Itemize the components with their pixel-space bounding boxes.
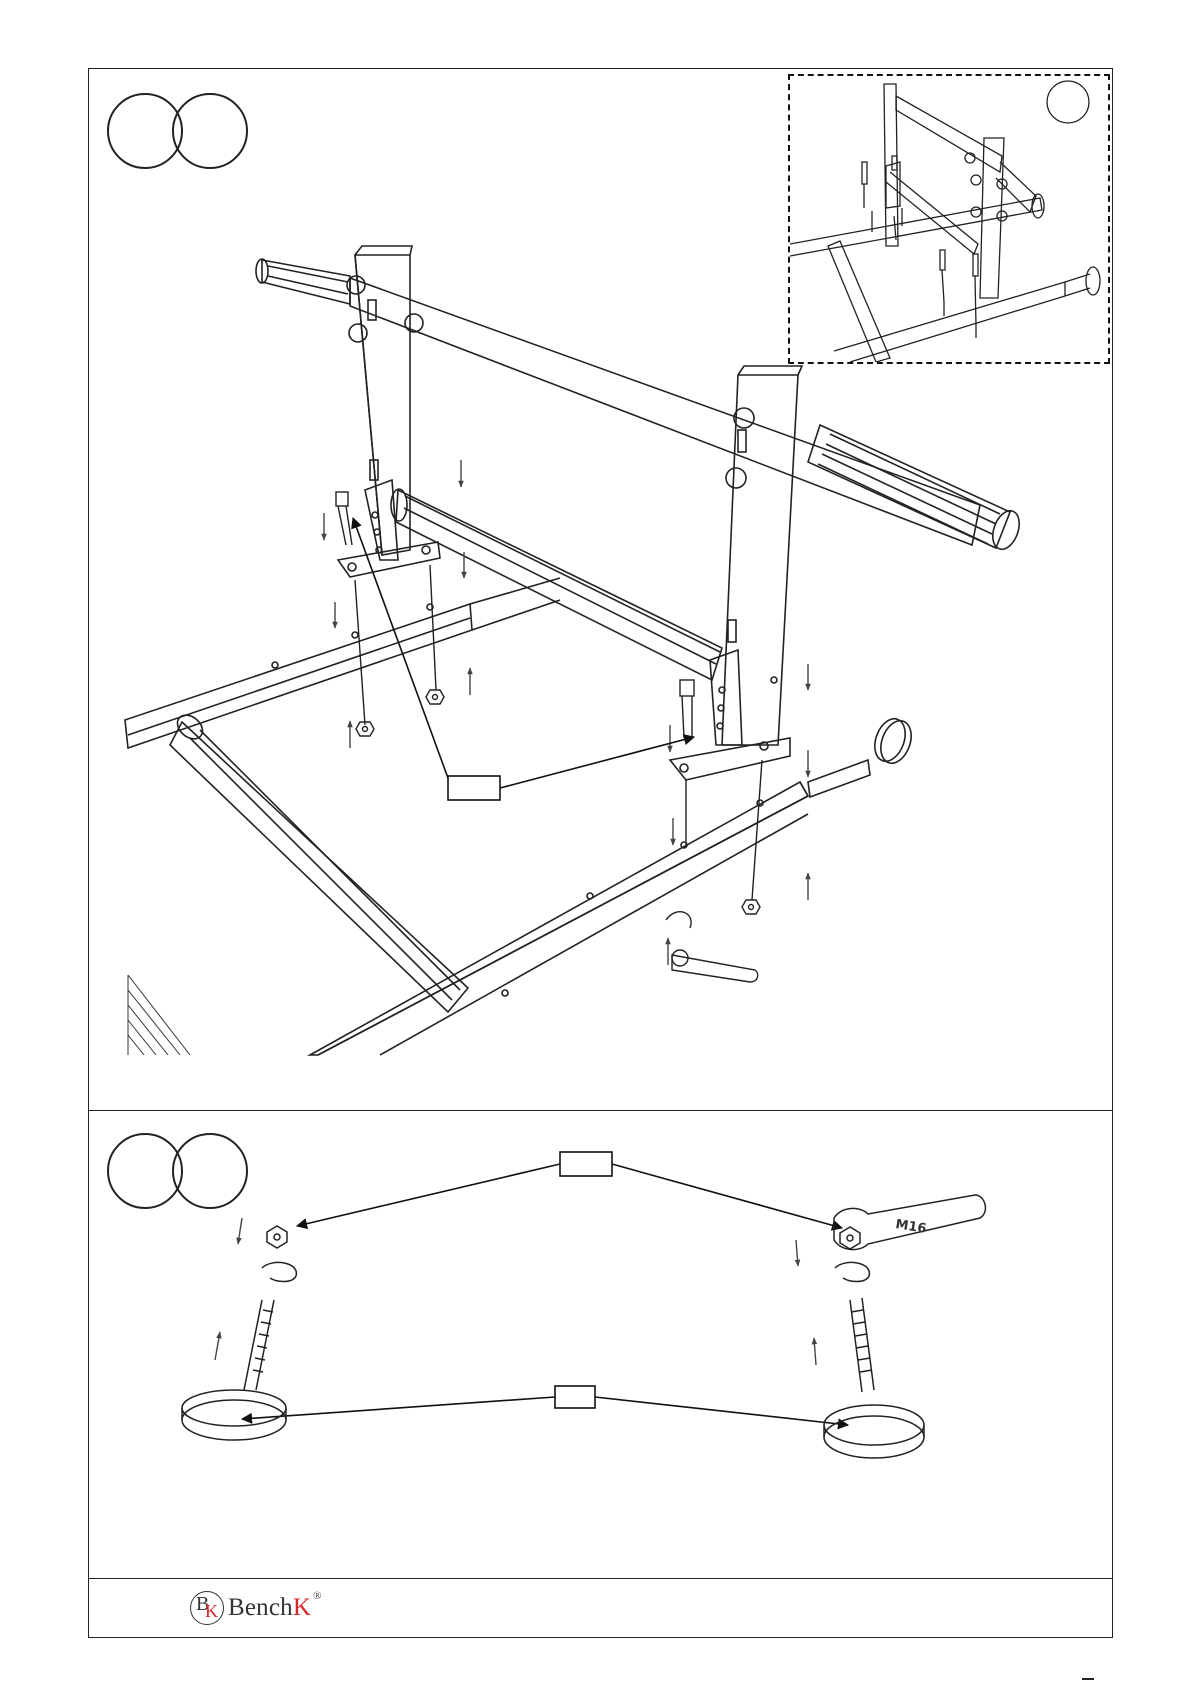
detail-inset [788,74,1110,364]
detail-inset-illustration [790,76,1108,362]
nut-callout [297,1152,842,1228]
right-upright-post [670,366,802,780]
bolt-callout [353,518,694,800]
brand-logo-mark: B K [190,1591,224,1625]
step-number-circles-bottom [108,1134,247,1208]
nuts [356,690,760,914]
frame-rail-back [125,578,560,748]
brand-name: BenchK [228,1594,311,1622]
left-leveling-foot [182,1226,296,1440]
left-upright-post [338,246,440,577]
wrench-marking: M16 [894,1217,927,1237]
middle-cross-tube [391,489,722,680]
foot-callout [242,1386,848,1425]
step-number-circles-top [108,94,247,168]
corner-hatching [128,975,190,1055]
page-corner-mark [1082,1678,1094,1680]
lower-cross-tube [170,710,468,1012]
inset-step-circle [1047,81,1089,123]
frame-rail-front [310,782,808,1055]
logo-letter-k: K [205,1601,218,1622]
brand-logo: B K BenchK ® [190,1588,322,1628]
direction-arrows-bottom [215,1218,816,1365]
foot-extension [808,715,917,797]
registered-mark: ® [313,1590,321,1602]
wrench-under-rail [666,912,758,982]
